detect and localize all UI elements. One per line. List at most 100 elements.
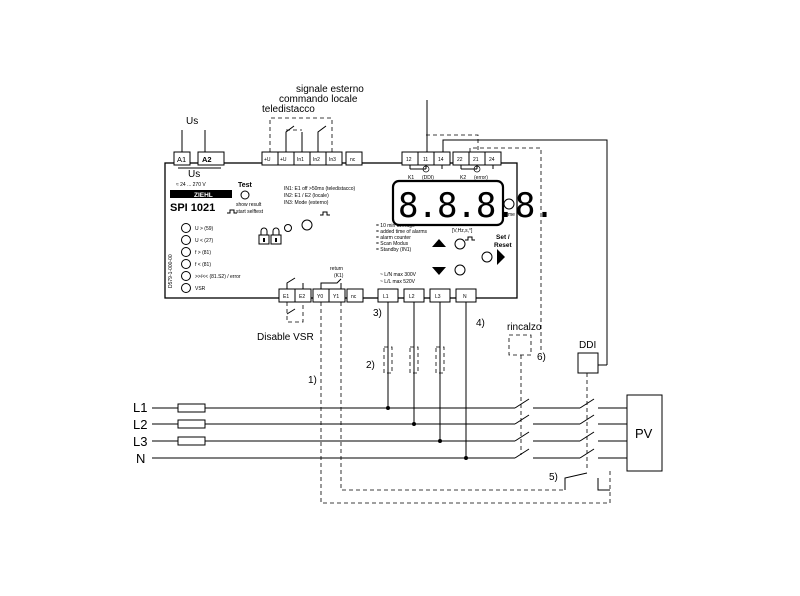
voltage-note-1: ~ L/N max 300V [380, 272, 417, 278]
set-label: Set / [496, 234, 510, 241]
return-dashed-y0 [320, 302, 611, 504]
input-terminals: +U +U In1 In2 In3 nc [261, 151, 363, 166]
power-lines [152, 407, 627, 459]
led-list: U > (59) U < (27) f > (81) f < (81) >>/<… [181, 223, 241, 293]
disable-vsr-label: Disable VSR [257, 332, 314, 343]
relay-term-3: 14 [438, 157, 444, 163]
relay-name-ddi: (DDI) [422, 175, 434, 181]
legend-1: = 10 min average [376, 223, 415, 229]
led-error [181, 271, 191, 281]
bottom-term-l3: L3 [435, 294, 441, 300]
brand-logo: ZIEHL [194, 192, 213, 199]
voltage-note-2: ~ L/L max 520V [380, 279, 416, 285]
legend-2: = added time of alarms [376, 229, 427, 235]
led-label-3: f > (81) [195, 250, 211, 256]
led-f-over [181, 247, 191, 257]
terminal-a2 [197, 151, 225, 166]
vsr-switch [286, 308, 296, 315]
ddi-box [577, 352, 599, 374]
input-term-3: In1 [297, 157, 304, 163]
signal-label-2: commando locale [279, 94, 358, 105]
mode-note-2: IN2: E1 / E2 (locale) [284, 193, 329, 199]
sense-fuses [383, 346, 445, 374]
note-5: 5) [549, 472, 558, 483]
relay21-dashed [469, 147, 542, 350]
test-note-2: start selftest [236, 209, 264, 215]
relay-name-k1: K1 [408, 175, 414, 181]
supply-label: Us [188, 169, 200, 180]
lock-button[interactable] [301, 219, 313, 231]
sense-wires [386, 302, 468, 460]
note-3: 3) [373, 308, 382, 319]
legend-5: = Standby (IN1) [376, 247, 411, 253]
signal-dashed-outer [269, 117, 333, 152]
led-label-6: VSR [195, 286, 206, 292]
vsr-dashed-loop [286, 302, 304, 323]
rincalzo-label: rincalzo [507, 322, 542, 333]
signal-label-3: teledistacco [262, 104, 315, 115]
bottom-term-nc: nc [351, 294, 357, 300]
note-1: 1) [308, 375, 317, 386]
input-term-4: In2 [313, 157, 320, 163]
test-button[interactable] [240, 190, 250, 200]
unlock-button[interactable] [284, 224, 292, 232]
line-label-n: N [136, 451, 145, 466]
bottom-term-l2: L2 [409, 294, 415, 300]
relay-name-k2: K2 [460, 175, 466, 181]
bottom-term-e2: E2 [299, 294, 305, 300]
return-label-2: (K1) [334, 273, 344, 279]
rincalzo-box [508, 334, 532, 356]
line-label-l2: L2 [133, 417, 147, 432]
fuses [177, 403, 206, 446]
supply-range: ≈ 24 ... 270 V [176, 182, 206, 188]
set-reset-button[interactable] [481, 251, 493, 263]
input-term-5: In3 [329, 157, 336, 163]
input-term-1: +U [264, 157, 271, 163]
pv-box [626, 394, 663, 472]
relay-name-error: (error) [474, 175, 488, 181]
feedback-contact [564, 472, 610, 491]
led-label-4: f < (81) [195, 262, 211, 268]
led-f-under [181, 259, 191, 269]
button-1[interactable] [454, 238, 466, 250]
pv-label: PV [635, 426, 653, 441]
side-code: D579-1-000-00 [168, 254, 174, 288]
bottom-term-y1: Y1 [333, 294, 339, 300]
pulse-icon-3 [465, 236, 475, 241]
relay-term-5: 21 [473, 157, 479, 163]
pulse-icon-1 [227, 209, 237, 214]
relay-terminals: 12 11 14 22 21 24 K1 (DDI) K2 (error) [401, 151, 502, 181]
led-u-over [181, 223, 191, 233]
down-arrow-icon[interactable] [432, 267, 446, 275]
legend-3: = alarm counter [376, 235, 411, 241]
led-vsr [181, 283, 191, 293]
relay-term-4: 22 [457, 157, 463, 163]
led-label-2: U < (27) [195, 238, 214, 244]
reset-label: Reset [494, 242, 513, 249]
led-u-under [181, 235, 191, 245]
bottom-left-terminals: E1 E2 Y0 Y1 nc [278, 288, 364, 303]
led-label-1: U > (59) [195, 226, 214, 232]
line-label-l1: L1 [133, 400, 147, 415]
line-label-l3: L3 [133, 434, 147, 449]
return-dashed-y1 [340, 302, 565, 491]
us-label: Us [186, 116, 198, 127]
input-term-6: nc [350, 157, 356, 163]
up-arrow-icon[interactable] [432, 239, 446, 247]
time-button[interactable] [503, 198, 515, 210]
bottom-right-terminals: L1 L2 L3 N [377, 288, 477, 303]
signal-label-1: signale esterno [296, 84, 364, 95]
button-2[interactable] [454, 264, 466, 276]
signal-switches [285, 125, 327, 152]
relay14-wire [442, 139, 608, 365]
bottom-term-l1: L1 [383, 294, 389, 300]
right-arrow-icon[interactable] [497, 249, 505, 265]
relay-term-6: 24 [489, 157, 495, 163]
terminal-a1-label: A1 [177, 155, 186, 164]
bottom-term-e1: E1 [283, 294, 289, 300]
input-term-2: +U [280, 157, 287, 163]
note-6: 6) [537, 352, 546, 363]
display-digits: 8.8.8.8. [398, 186, 554, 226]
ddi-switches [579, 398, 595, 459]
model-label: SPI 1021 [170, 202, 215, 214]
